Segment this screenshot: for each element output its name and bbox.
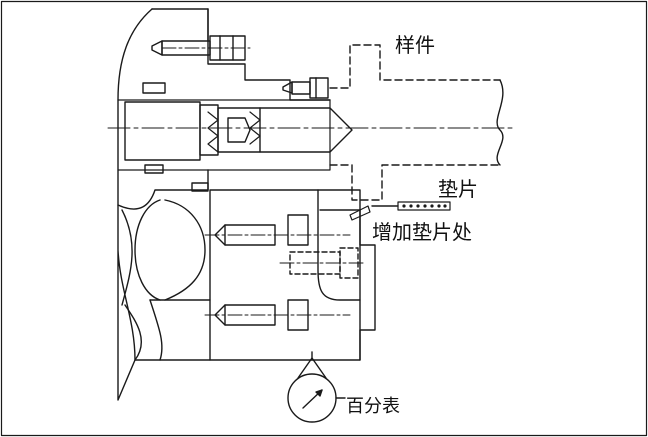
shim-label: 垫片: [438, 177, 478, 201]
shim-dots: [402, 204, 447, 208]
dial-indicator-label: 百分表: [346, 396, 400, 417]
sample-label: 样件: [395, 33, 435, 57]
fixture-block: [204, 189, 376, 361]
dial-indicator: [287, 351, 346, 423]
sample-break: [496, 79, 504, 166]
add-shim-label: 增加垫片处: [372, 220, 472, 244]
top-screw: [151, 35, 251, 61]
spindle-shaft: [124, 82, 353, 192]
sample-outline: [329, 44, 501, 201]
spindle-body: [117, 8, 331, 401]
second-screw: [282, 77, 329, 99]
gap-shim: [349, 205, 371, 221]
